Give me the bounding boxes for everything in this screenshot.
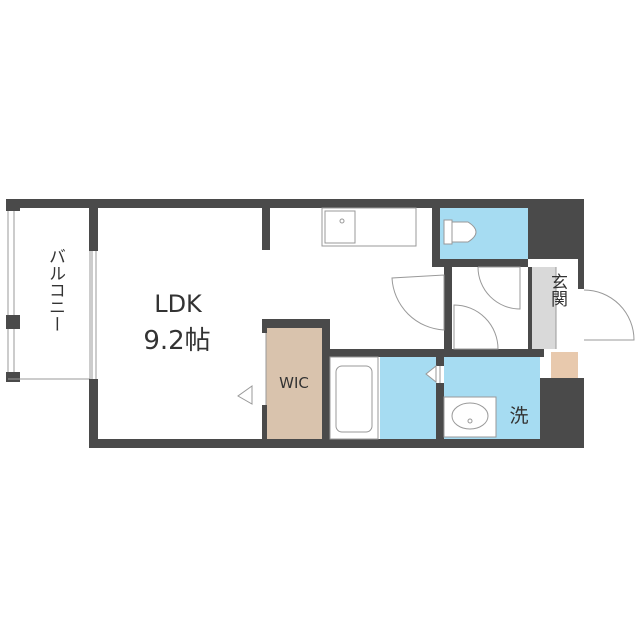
wall-entrance-left bbox=[528, 267, 532, 351]
washroom-name: 洗 bbox=[509, 405, 528, 427]
wall-wic-left-lower bbox=[262, 405, 267, 440]
wall-wash-top bbox=[436, 349, 544, 357]
ldk-floor bbox=[98, 207, 264, 440]
ldk-size: 9.2帖 bbox=[143, 326, 210, 356]
shoe-box bbox=[551, 352, 578, 378]
wall-bath-wash-lower bbox=[436, 383, 444, 440]
wall-left-upper bbox=[89, 199, 98, 251]
bathtub bbox=[329, 356, 379, 440]
bathtub-rim bbox=[329, 356, 379, 440]
wall-right-block bbox=[528, 199, 584, 259]
toilet-bowl bbox=[451, 221, 477, 243]
ldk-door bbox=[391, 274, 445, 331]
balcony-post-bottom bbox=[6, 372, 20, 382]
wall-toilet-bottom bbox=[432, 259, 528, 267]
walls bbox=[6, 199, 584, 448]
wall-wic-left-upper bbox=[262, 319, 267, 333]
wall-right-lower bbox=[540, 378, 584, 448]
wall-top bbox=[6, 199, 584, 208]
kitchen-sink bbox=[324, 210, 356, 244]
entry-markers bbox=[237, 364, 437, 405]
wall-wic-top bbox=[262, 319, 328, 328]
kitchen bbox=[321, 207, 417, 247]
wall-bath-top bbox=[322, 349, 444, 357]
labels: LDK 9.2帖 バルコニー WIC 玄関 洗 bbox=[45, 248, 567, 428]
kitchen-counter bbox=[321, 207, 417, 247]
balcony-frame bbox=[7, 206, 91, 380]
wall-hall-left bbox=[444, 267, 452, 357]
entrance-floor bbox=[530, 267, 556, 349]
wall-left-lower bbox=[89, 379, 98, 448]
washbasin-bowl bbox=[451, 402, 489, 430]
balcony bbox=[6, 199, 91, 382]
bathroom-floor bbox=[380, 357, 436, 439]
ldk-name: LDK bbox=[154, 290, 203, 318]
washbasin-counter bbox=[443, 396, 497, 438]
wall-wic-right bbox=[322, 319, 330, 440]
wic-name: WIC bbox=[279, 374, 309, 392]
wall-toilet-left bbox=[432, 207, 440, 265]
wall-bottom bbox=[89, 439, 584, 448]
wic-entry-marker bbox=[237, 385, 253, 405]
balcony-post-mid bbox=[6, 315, 20, 329]
kitchen-drain bbox=[339, 218, 345, 224]
toilet-door bbox=[477, 266, 521, 310]
bath-entry-marker bbox=[425, 364, 437, 384]
balcony-name: バルコニー bbox=[45, 248, 65, 333]
wic-floor bbox=[266, 327, 322, 439]
bathtub-basin bbox=[335, 365, 373, 433]
wash-door bbox=[453, 304, 499, 350]
washbasin bbox=[443, 396, 497, 438]
doors bbox=[91, 251, 635, 405]
wall-right-pillar bbox=[578, 259, 584, 289]
wall-bath-wash bbox=[436, 349, 444, 366]
washbasin-drain bbox=[467, 418, 473, 424]
entrance-name: 玄関 bbox=[547, 273, 567, 307]
toilet-tank bbox=[443, 219, 453, 245]
wall-ldk-stub bbox=[262, 207, 270, 250]
entrance-door bbox=[583, 289, 635, 341]
toilet bbox=[443, 219, 477, 245]
